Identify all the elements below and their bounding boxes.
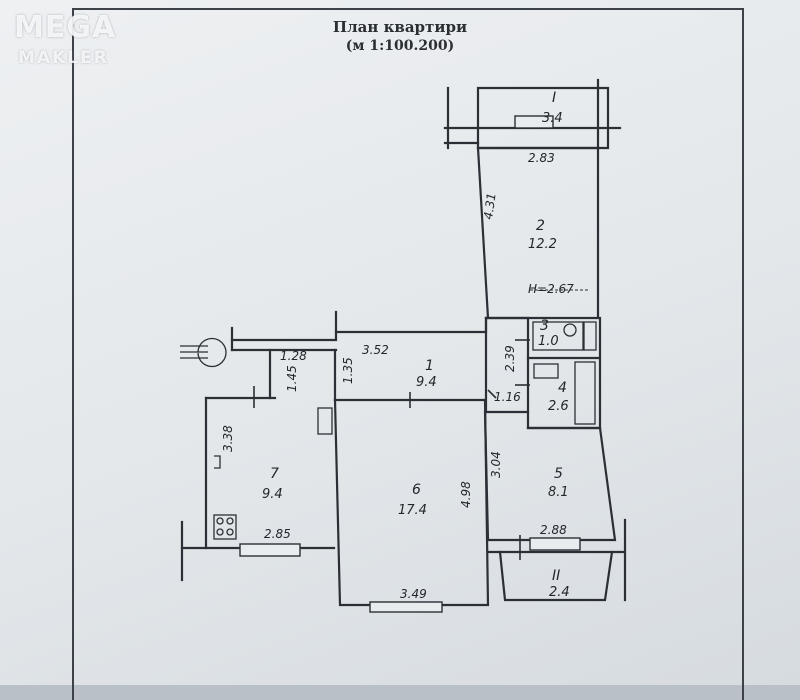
dim-2-85: 2.85 xyxy=(264,527,291,541)
window-kitchen xyxy=(239,543,301,557)
radiator-icon xyxy=(317,407,333,435)
dim-3-49: 3.49 xyxy=(400,587,427,601)
room-2-number: 2 xyxy=(536,218,545,234)
entrance-arrow-icon xyxy=(197,337,227,368)
stove-icon xyxy=(213,514,237,540)
room-2-walls xyxy=(476,146,600,320)
dim-3-38: 3.38 xyxy=(221,425,235,452)
dim-1-45: 1.45 xyxy=(285,365,299,392)
room-5-walls xyxy=(483,410,617,542)
balcony-2-outline xyxy=(498,550,614,602)
plan-scale: (м 1:100.200) xyxy=(345,38,455,54)
paper-sheet xyxy=(0,0,800,685)
plan-title: План квартири xyxy=(332,18,468,36)
dim-4-98: 4.98 xyxy=(459,481,473,508)
logo-mega-text: MEGA xyxy=(14,10,117,45)
room-6-number: 6 xyxy=(412,482,421,498)
dim-2-39: 2.39 xyxy=(503,345,517,372)
burner-icon xyxy=(226,517,234,525)
window-room-6 xyxy=(369,601,443,613)
window-room-5 xyxy=(529,537,581,551)
dim-2-83: 2.83 xyxy=(528,151,555,165)
balcony-2-area: 2.4 xyxy=(549,585,570,600)
wc-walls xyxy=(484,316,600,360)
room-4-area: 2.6 xyxy=(548,399,569,414)
room-7-number: 7 xyxy=(270,466,279,482)
drawing-frame xyxy=(72,8,744,700)
balcony-2-number: II xyxy=(552,568,560,584)
room-5-area: 8.1 xyxy=(548,485,569,500)
room-3-area: 1.0 xyxy=(538,334,559,349)
ceiling-height: H=2.67 xyxy=(528,282,574,296)
burner-icon xyxy=(216,528,224,536)
door-room-5 xyxy=(487,389,497,399)
toilet-icon xyxy=(532,321,584,351)
room-6-area: 17.4 xyxy=(398,503,427,518)
logo-makler-text: MAKLER xyxy=(18,48,109,68)
dim-1-28: 1.28 xyxy=(280,349,307,363)
balcony-1-area: 3.4 xyxy=(542,111,563,126)
kitchen-sink-icon xyxy=(214,455,221,469)
balcony-1-number: I xyxy=(552,90,556,106)
dim-3-52: 3.52 xyxy=(362,343,389,357)
room-1-number: 1 xyxy=(425,358,434,374)
watermark-logo: MEGA MAKLER xyxy=(8,10,118,70)
dim-2-88: 2.88 xyxy=(540,523,567,537)
room-1-area: 9.4 xyxy=(416,375,437,390)
bathtub-icon xyxy=(574,361,596,425)
room-7-area: 9.4 xyxy=(262,487,283,502)
floor-plan: I 3.4 2 12.2 3 1.0 4 2.6 1 9.4 7 9.4 6 1… xyxy=(180,78,627,613)
window-balcony-1 xyxy=(514,115,554,129)
dim-1-35: 1.35 xyxy=(341,357,355,384)
room-3-number: 3 xyxy=(540,318,549,334)
burner-icon xyxy=(226,528,234,536)
dim-4-31: 4.31 xyxy=(481,192,499,220)
corridor-top-wall xyxy=(230,316,488,342)
dim-3-04: 3.04 xyxy=(489,451,503,478)
toilet-bowl-icon xyxy=(563,323,577,337)
room-4-number: 4 xyxy=(558,380,567,396)
room-2-area: 12.2 xyxy=(528,237,557,252)
dim-1-16: 1.16 xyxy=(494,390,521,404)
room-5-number: 5 xyxy=(554,466,563,482)
bath-sink-icon xyxy=(533,363,559,379)
burner-icon xyxy=(216,517,224,525)
wc-cistern-icon xyxy=(583,321,597,351)
